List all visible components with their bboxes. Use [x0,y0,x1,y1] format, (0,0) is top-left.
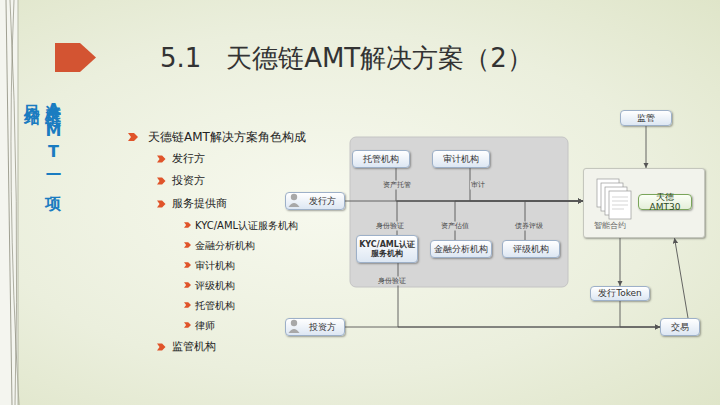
process-box: 评级机构 [502,240,560,258]
connector-arrow [620,238,621,286]
sub-bullet-text: 律师 [195,319,215,332]
sub-bullet-text: 审计机构 [195,259,235,272]
sidebar-title: 资产上链AMT—项 [45,92,61,186]
title-arrow [55,43,96,72]
sub-bullet-text: 金融分析机构 [195,239,255,252]
edge-label: 债券评级 [514,222,544,231]
person-icon [291,194,297,200]
sidebar-title: 目介绍 [24,92,40,98]
node-text: 审计机构 [443,154,479,164]
node-text: 托管机构 [363,154,399,164]
connector-arrow [398,263,660,327]
edge-label: 身份验证 [375,222,405,231]
bullet-arrow [157,344,166,351]
connector-arrow [675,238,689,318]
contract-box: 天德AMT30 [638,194,692,210]
process-box: 发行Token [590,286,650,301]
edge-label: 身份验证 [377,277,407,286]
node-text: 投资方 [309,322,336,332]
node-text: 监管 [637,113,655,123]
edge-label: 资产估值 [440,222,470,231]
process-box: 监管 [620,110,672,126]
slide-title: 5.1 天德链AMT解决方案（2） [160,40,533,76]
side-line [6,0,12,405]
sub-bullet-text: KYC/AML认证服务机构 [195,219,298,232]
connector-arrow [397,201,583,235]
edge-label: 审计 [470,181,486,190]
bullet-text: 投资方 [172,174,205,188]
node-text: 交易 [671,322,689,332]
bullet-arrow [184,242,191,248]
node-text: 发行方 [309,196,336,206]
node-text: 天德AMT30 [641,192,689,213]
actor-box: 投资方 [285,318,345,336]
connector-arrow [345,201,583,202]
sub-bullet-text: 评级机构 [195,279,235,292]
bullet-arrow [184,302,191,308]
side-line [10,0,17,405]
bullet-text: 监管机构 [172,340,216,354]
person-icon [289,203,300,207]
bullet-text: 发行方 [172,152,205,166]
service-panel [350,137,568,287]
side-strip [0,0,18,405]
connector-arrow [646,126,647,168]
node-text: 金融分析机构 [434,244,488,254]
contract-panel: 智能合约 天德AMT30 [583,168,705,238]
document-icon [605,187,627,215]
connector-arrow [470,168,583,201]
bullet-text: 服务提供商 [172,197,227,211]
bullet-arrow [157,178,166,185]
bullet-arrow [157,201,166,208]
actor-box: 发行方 [285,192,345,210]
process-box: 金融分析机构 [430,240,492,258]
edge-label: 资产托管 [382,181,412,190]
bullet-arrow [184,262,191,268]
bullet-text: 天德链AMT解决方案角色构成 [148,129,306,145]
connector-arrow [396,168,583,201]
process-box: 托管机构 [352,150,410,168]
node-text: KYC/AML认证服务机构 [359,240,415,258]
document-icon [597,179,619,207]
document-icon [601,183,623,211]
connector-arrow [345,327,660,328]
person-icon [289,329,300,333]
document-icon [609,191,631,219]
process-box: 交易 [660,318,700,336]
bullet-arrow [157,156,166,163]
document-lines [612,197,628,209]
node-text: 智能合约 [594,221,626,230]
connector-arrow [455,201,583,240]
process-box: KYC/AML认证服务机构 [356,235,418,263]
node-text: 发行Token [598,288,642,298]
side-line [11,0,19,405]
process-box: 审计机构 [432,150,490,168]
connector-arrow [620,301,660,327]
person-icon [291,320,297,326]
sub-bullet-text: 托管机构 [195,299,235,312]
bullet-arrow [184,282,191,288]
bullet-arrow [184,222,191,228]
bullet-arrow [184,322,191,328]
node-text: 评级机构 [513,244,549,254]
bullet-arrow [128,133,138,141]
connector-arrow [525,201,583,240]
side-line [18,0,19,405]
